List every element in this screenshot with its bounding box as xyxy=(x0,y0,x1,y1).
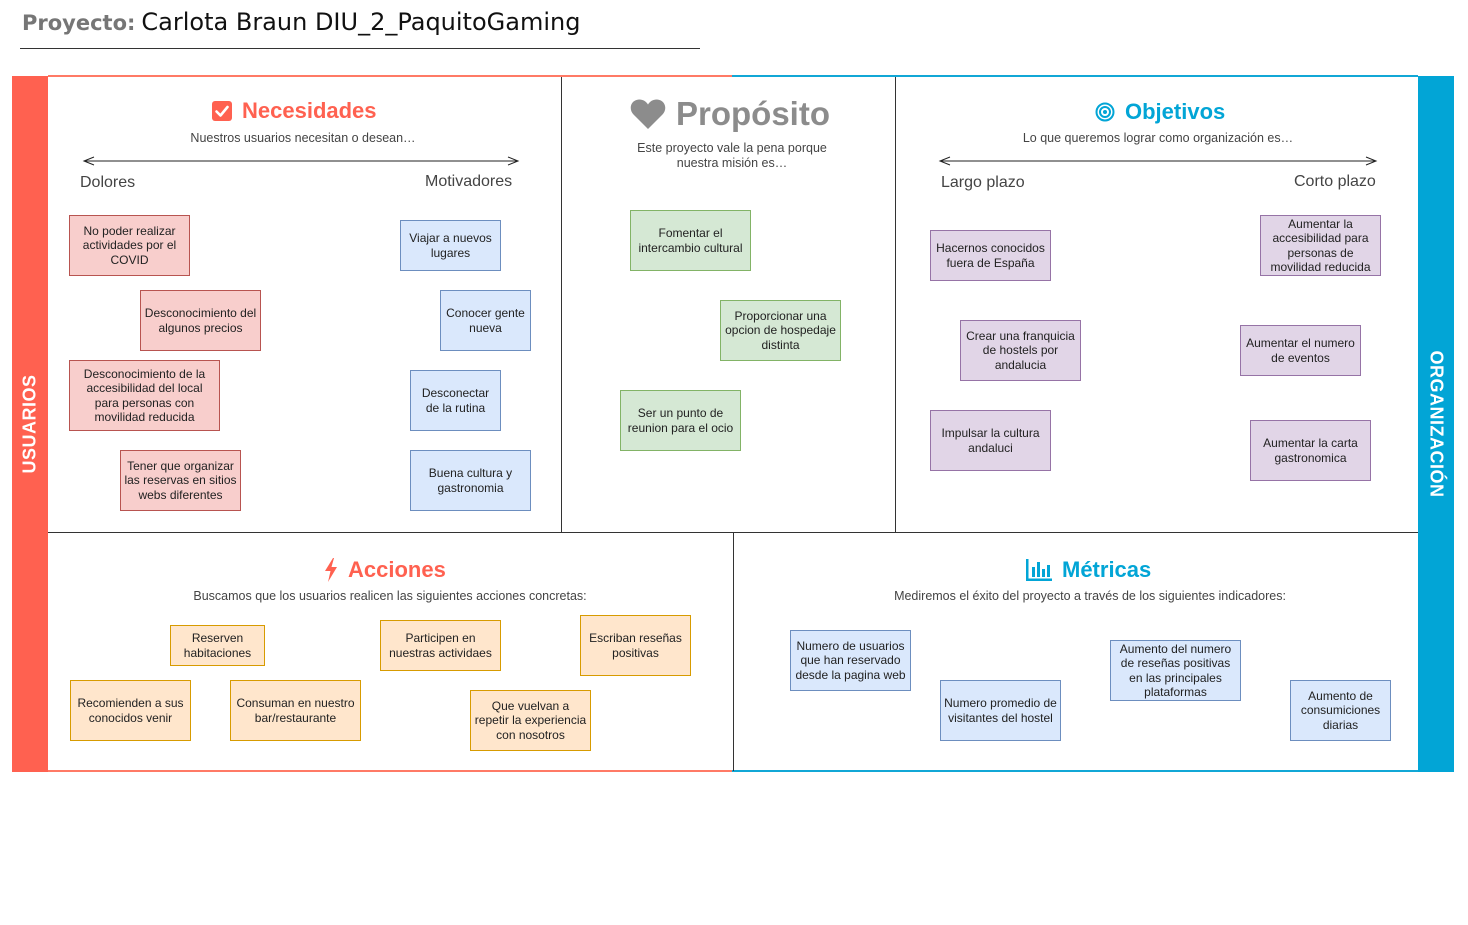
board-top-border-blue xyxy=(732,75,1418,77)
divider-necesidades-proposito xyxy=(561,77,562,532)
note-objetivo-corto[interactable]: Aumentar la carta gastronomica xyxy=(1250,420,1371,481)
metricas-title: Métricas xyxy=(1026,556,1151,584)
note-metrica[interactable]: Aumento del numero de reseñas positivas … xyxy=(1110,640,1241,701)
divider-proposito-objetivos xyxy=(895,77,896,532)
sidebar-organizacion: ORGANIZACIÓN xyxy=(1418,76,1454,772)
note-dolor[interactable]: Desconocimiento de la accesibilidad del … xyxy=(69,360,220,431)
note-proposito[interactable]: Proporcionar una opcion de hospedaje dis… xyxy=(720,300,841,361)
proposito-title: Propósito xyxy=(630,94,830,134)
axis-label-corto-plazo: Corto plazo xyxy=(1294,173,1376,190)
board-bottom-border-red xyxy=(48,770,732,772)
axis-label-largo-plazo: Largo plazo xyxy=(941,174,1025,191)
objetivos-axis-arrow xyxy=(938,156,1378,166)
note-objetivo-largo[interactable]: Impulsar la cultura andaluci xyxy=(930,410,1051,471)
note-accion[interactable]: Recomienden a sus conocidos venir xyxy=(70,680,191,741)
note-accion[interactable]: Reserven habitaciones xyxy=(170,625,265,666)
checkbox-icon xyxy=(212,101,232,121)
objetivos-title: Objetivos xyxy=(1095,98,1225,126)
note-proposito[interactable]: Ser un punto de reunion para el ocio xyxy=(620,390,741,451)
proposito-subtitle-line1: Este proyecto vale la pena porque xyxy=(637,141,827,155)
note-objetivo-largo[interactable]: Crear una franquicia de hostels por anda… xyxy=(960,320,1081,381)
acciones-title: Acciones xyxy=(324,556,446,584)
metricas-subtitle: Mediremos el éxito del proyecto a través… xyxy=(894,589,1286,603)
heart-icon xyxy=(630,99,666,129)
note-objetivo-largo[interactable]: Hacernos conocidos fuera de España xyxy=(930,230,1051,281)
acciones-subtitle: Buscamos que los usuarios realicen las s… xyxy=(193,589,587,603)
project-label: Proyecto: xyxy=(22,11,136,35)
necesidades-title: Necesidades xyxy=(212,96,377,126)
proposito-title-text: Propósito xyxy=(676,95,830,132)
board-middle-divider xyxy=(48,532,1418,533)
note-motivador[interactable]: Buena cultura y gastronomia xyxy=(410,450,531,511)
sidebar-usuarios: USUARIOS xyxy=(12,76,48,772)
necesidades-subtitle: Nuestros usuarios necesitan o desean… xyxy=(190,131,416,145)
note-dolor[interactable]: No poder realizar actividades por el COV… xyxy=(69,215,190,276)
bar-chart-icon xyxy=(1026,559,1052,581)
acciones-title-text: Acciones xyxy=(348,557,446,582)
divider-acciones-metricas xyxy=(733,533,734,771)
header-underline xyxy=(20,48,700,49)
note-objetivo-corto[interactable]: Aumentar la accesibilidad para personas … xyxy=(1260,215,1381,276)
note-proposito[interactable]: Fomentar el intercambio cultural xyxy=(630,210,751,271)
note-metrica[interactable]: Numero de usuarios que han reservado des… xyxy=(790,630,911,691)
note-motivador[interactable]: Desconectar de la rutina xyxy=(410,370,501,431)
note-accion[interactable]: Consuman en nuestro bar/restaurante xyxy=(230,680,361,741)
board-top-border-red xyxy=(48,75,732,77)
objetivos-subtitle: Lo que queremos lograr como organización… xyxy=(1022,131,1294,145)
note-accion[interactable]: Que vuelvan a repetir la experiencia con… xyxy=(470,690,591,751)
axis-label-motivadores: Motivadores xyxy=(425,173,513,190)
necesidades-axis-arrow xyxy=(82,156,520,166)
axis-label-dolores: Dolores xyxy=(80,174,136,191)
lightning-icon xyxy=(325,558,337,582)
note-dolor[interactable]: Tener que organizar las reservas en siti… xyxy=(120,450,241,511)
proposito-subtitle-line2: nuestra misión es… xyxy=(676,156,788,170)
note-metrica[interactable]: Numero promedio de visitantes del hostel xyxy=(940,680,1061,741)
note-dolor[interactable]: Desconocimiento del algunos precios xyxy=(140,290,261,351)
objetivos-title-text: Objetivos xyxy=(1125,99,1226,124)
note-metrica[interactable]: Aumento de consumiciones diarias xyxy=(1290,680,1391,741)
project-name: Carlota Braun DIU_2_PaquitoGaming xyxy=(141,8,581,36)
metricas-title-text: Métricas xyxy=(1062,557,1152,582)
board-bottom-border-blue xyxy=(732,770,1418,772)
target-icon xyxy=(1095,102,1115,122)
sidebar-usuarios-label: USUARIOS xyxy=(19,374,40,474)
note-accion[interactable]: Participen en nuestras actividaes xyxy=(380,620,501,671)
note-motivador[interactable]: Conocer gente nueva xyxy=(440,290,531,351)
note-objetivo-corto[interactable]: Aumentar el numero de eventos xyxy=(1240,325,1361,376)
sidebar-organizacion-label: ORGANIZACIÓN xyxy=(1426,350,1447,498)
note-accion[interactable]: Escriban reseñas positivas xyxy=(580,615,691,676)
necesidades-title-text: Necesidades xyxy=(242,98,377,123)
project-header: Proyecto: Carlota Braun DIU_2_PaquitoGam… xyxy=(22,8,580,42)
note-motivador[interactable]: Viajar a nuevos lugares xyxy=(400,220,501,271)
